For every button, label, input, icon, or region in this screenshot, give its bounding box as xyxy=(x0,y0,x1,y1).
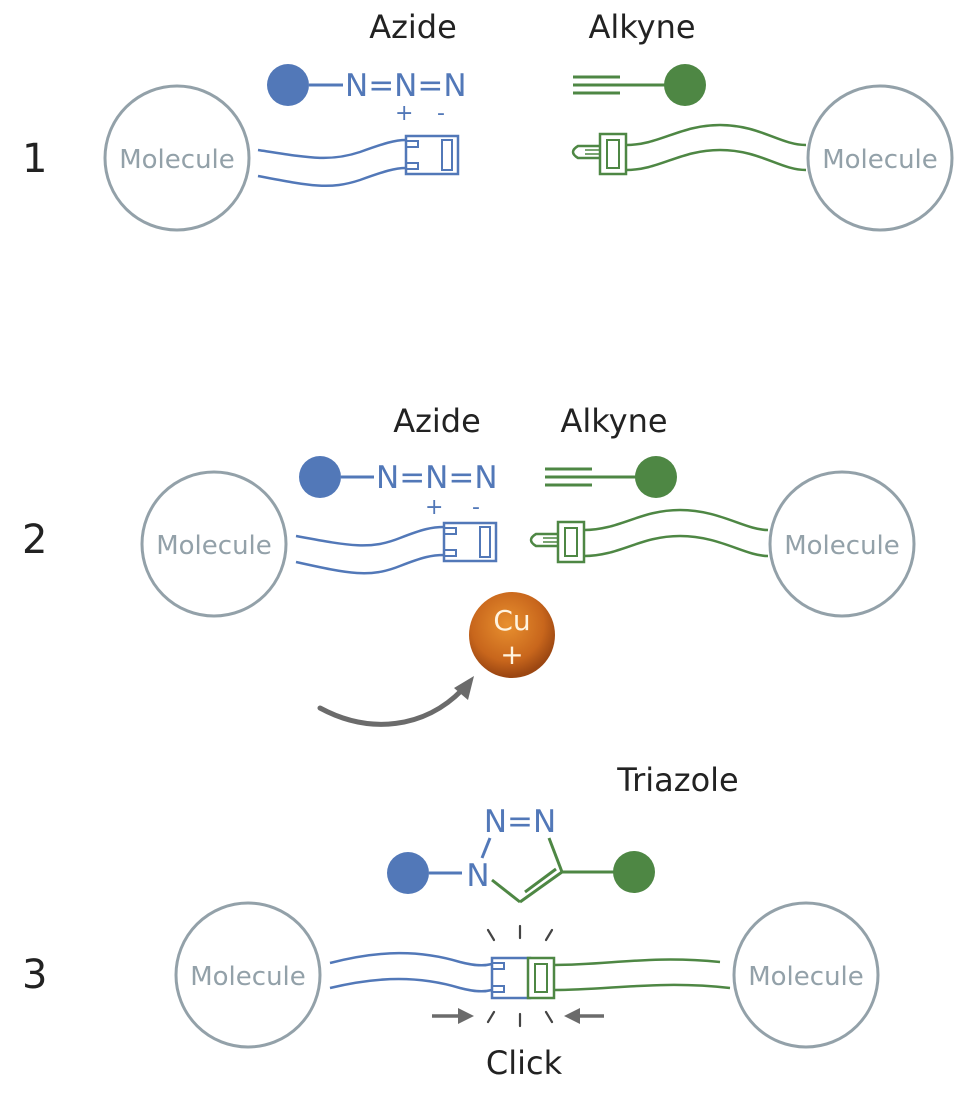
azide-minus-charge: - xyxy=(437,101,445,126)
azide-plus-charge: + xyxy=(425,495,443,520)
push-arrow-left xyxy=(432,1008,474,1024)
copper-symbol: Cu xyxy=(493,604,530,637)
azide-plus-charge: + xyxy=(395,101,413,126)
azide-minus-charge: - xyxy=(472,495,480,520)
step-3-number: 3 xyxy=(22,952,47,998)
copper-catalyst: Cu + xyxy=(469,592,555,678)
click-sparks xyxy=(486,924,554,1028)
triazole-ring-n: N xyxy=(466,858,489,894)
alkyne-substituent-dot xyxy=(664,64,706,106)
azide-group: N=N=N + - xyxy=(299,456,498,520)
azide-heading: Azide xyxy=(369,8,457,46)
step-3-panel: 3 Triazole N=N N Molecule xyxy=(22,761,880,1082)
azide-substituent-dot xyxy=(267,64,309,106)
copper-charge: + xyxy=(500,638,523,671)
molecule-right-circle xyxy=(732,901,880,1049)
triazole-ring-top: N=N xyxy=(484,804,556,840)
azide-buckle xyxy=(257,134,460,187)
alkyne-group xyxy=(573,64,706,106)
joined-buckle xyxy=(329,951,731,1000)
triazole-structure: N=N N xyxy=(387,804,655,904)
azide-group: N=N=N + - xyxy=(267,64,467,126)
alkyne-group xyxy=(545,456,677,498)
triazole-heading: Triazole xyxy=(616,761,738,799)
alkyne-heading: Alkyne xyxy=(560,402,667,440)
step-1-panel: 1 Azide Alkyne N=N=N + - Molecule xyxy=(22,8,954,232)
molecule-left-circle xyxy=(103,84,251,232)
step-2-panel: 2 Azide Alkyne N=N=N + - Molecule xyxy=(22,402,916,727)
triazole-right-dot xyxy=(613,851,655,893)
molecule-left-label: Molecule xyxy=(119,145,235,175)
molecule-right-label: Molecule xyxy=(748,962,864,992)
alkyne-substituent-dot xyxy=(635,456,677,498)
azide-formula: N=N=N xyxy=(376,460,498,496)
molecule-right-circle xyxy=(806,84,954,232)
alkyne-buckle xyxy=(529,508,769,564)
azide-formula: N=N=N xyxy=(345,68,467,104)
molecule-right-label: Molecule xyxy=(822,145,938,175)
copper-ion-circle xyxy=(469,592,555,678)
triazole-left-dot xyxy=(387,852,429,894)
molecule-right-label: Molecule xyxy=(784,531,900,561)
molecule-left-circle xyxy=(174,901,322,1049)
molecule-left-circle xyxy=(140,470,288,618)
catalyst-arrow xyxy=(317,676,474,727)
azide-substituent-dot xyxy=(299,456,341,498)
alkyne-buckle xyxy=(571,123,807,176)
azide-heading: Azide xyxy=(393,402,481,440)
molecule-right-circle xyxy=(768,470,916,618)
alkyne-heading: Alkyne xyxy=(588,8,695,46)
click-label: Click xyxy=(486,1044,563,1082)
azide-buckle xyxy=(295,521,498,575)
step-2-number: 2 xyxy=(22,517,47,563)
step-1-number: 1 xyxy=(22,136,47,182)
molecule-left-label: Molecule xyxy=(156,531,272,561)
push-arrow-right xyxy=(564,1008,604,1024)
molecule-left-label: Molecule xyxy=(190,962,306,992)
